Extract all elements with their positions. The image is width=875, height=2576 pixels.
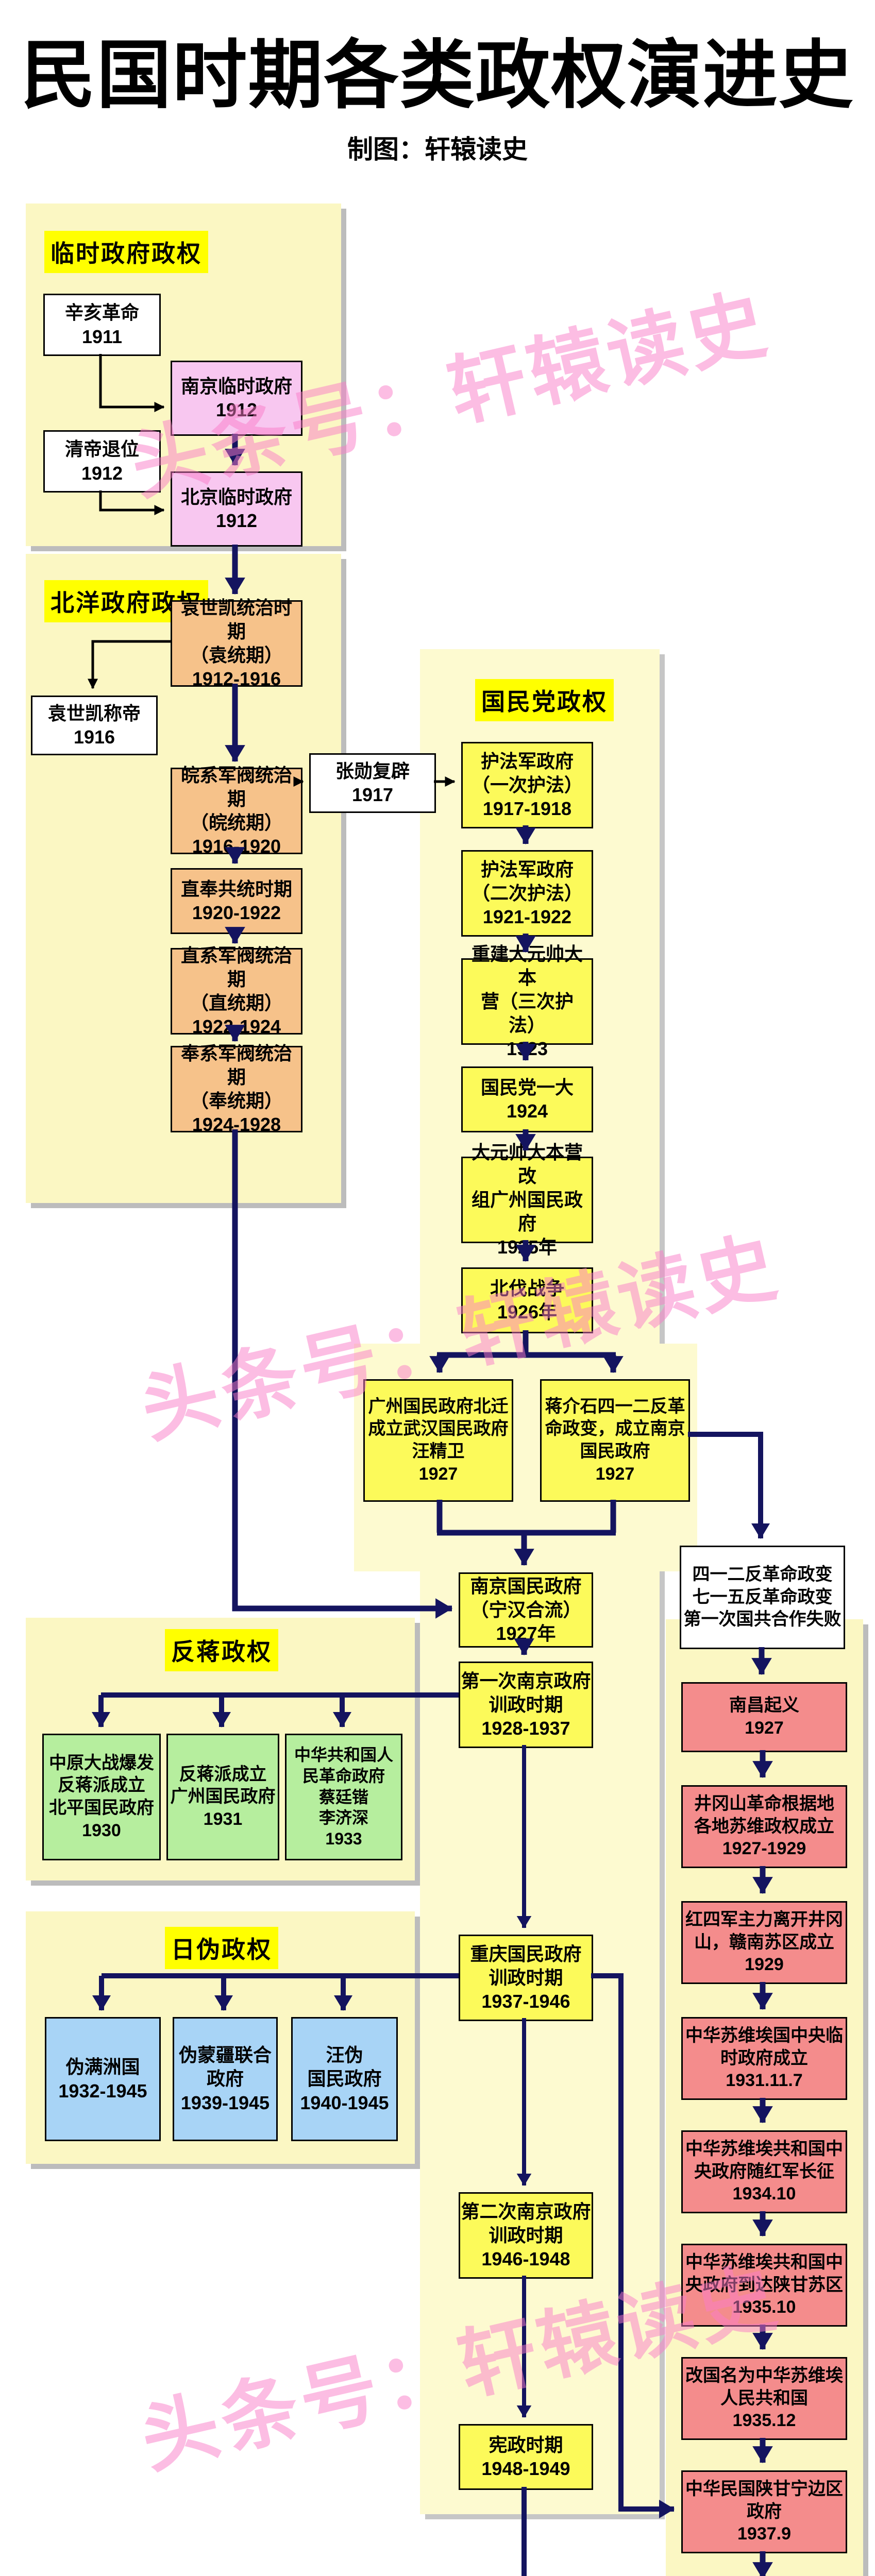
node-constitution-protection-3: 重建大元帅大本 营（三次护法） 1923 <box>461 943 593 1059</box>
node-fengtian-clique-rule: 奉系军阀统治期 （奉统期） 1924-1928 <box>171 1043 302 1135</box>
section-label-japanese-puppet: 日伪政权 <box>165 1927 278 1969</box>
node-yuan-shikai-rule: 袁世凯统治时期 （袁统期） 1912-1916 <box>171 597 302 689</box>
section-label-kmt: 国民党政权 <box>475 679 614 721</box>
node-kmt-first-congress: 国民党一大 1924 <box>461 1066 593 1132</box>
node-constitution-protection-1: 护法军政府 （一次护法） 1917-1918 <box>461 742 593 828</box>
node-guangzhou-anti-chiang-govt: 反蒋派成立 广州国民政府 1931 <box>166 1734 279 1860</box>
section-label-provisional: 临时政府政权 <box>44 231 208 273</box>
node-zhang-xun-restoration: 张勋复辟 1917 <box>309 753 436 813</box>
node-zhili-fengtian-joint-rule: 直奉共统时期 1920-1922 <box>171 868 302 934</box>
node-chongqing-tutelage: 重庆国民政府 训政时期 1937-1946 <box>459 1935 593 2021</box>
node-fujian-peoples-govt: 中华共和国人 民革命政府 蔡廷锴 李济深 1933 <box>285 1734 402 1860</box>
node-guangzhou-national-govt: 大元帅大本营改 组广州国民政府 1925年 <box>461 1142 593 1258</box>
page-subtitle: 制图：轩辕读史 <box>347 135 528 164</box>
node-zhili-clique-rule: 直系军阀统治期 （直统期） 1922-1924 <box>171 945 302 1037</box>
node-ninghan-merger: 南京国民政府 （宁汉合流） 1927年 <box>459 1572 593 1648</box>
arrow-nanjing412-to-coups <box>688 1432 770 1539</box>
node-counter-revolutionary-coups: 四一二反革命政变 七一五反革命政变 第一次国共合作失败 <box>680 1546 845 1649</box>
node-nanjing-provisional-govt: 南京临时政府 1912 <box>171 361 302 436</box>
node-mengjiang-govt: 伪蒙疆联合 政府 1939-1945 <box>173 2017 278 2141</box>
node-arrival-shaanxi-gansu: 中华苏维埃共和国中 央政府到达陕甘苏区 1935.10 <box>681 2244 847 2327</box>
node-wuhan-national-govt: 广州国民政府北迁 成立武汉国民政府 汪精卫 1927 <box>363 1379 513 1502</box>
node-gannan-soviet: 红四军主力离开井冈 山，赣南苏区成立 1929 <box>681 1901 847 1984</box>
node-wang-puppet-govt: 汪伪 国民政府 1940-1945 <box>291 2017 398 2141</box>
node-constitutional-period: 宪政时期 1948-1949 <box>459 2424 593 2490</box>
page-title: 民国时期各类政权演进史 <box>21 33 854 117</box>
section-label-anti-chiang: 反蒋政权 <box>165 1629 278 1671</box>
node-first-nanjing-tutelage: 第一次南京政府 训政时期 1928-1937 <box>459 1662 593 1748</box>
node-yuan-emperor: 袁世凯称帝 1916 <box>31 696 158 755</box>
node-chinese-soviet-republic-founded: 中华苏维埃国中央临 时政府成立 1931.11.7 <box>681 2017 847 2100</box>
node-long-march: 中华苏维埃共和国中 央政府随红军长征 1934.10 <box>681 2130 847 2213</box>
node-second-nanjing-tutelage: 第二次南京政府 训政时期 1946-1948 <box>459 2192 593 2279</box>
node-anhui-clique-rule: 皖系军阀统治期 （皖统期） 1916-1920 <box>171 765 302 857</box>
node-shaan-gan-ning-border-govt: 中华民国陕甘宁边区 政府 1937.9 <box>681 2470 847 2553</box>
node-renamed-soviet-peoples-republic: 改国名为中华苏维埃 人民共和国 1935.12 <box>681 2357 847 2440</box>
node-manchukuo: 伪满洲国 1932-1945 <box>45 2017 161 2141</box>
node-xinhai-revolution: 辛亥革命 1911 <box>43 294 161 356</box>
node-beiping-national-govt: 中原大战爆发 反蒋派成立 北平国民政府 1930 <box>42 1734 161 1860</box>
node-northern-expedition: 北伐战争 1926年 <box>461 1267 593 1333</box>
node-constitution-protection-2: 护法军政府 （二次护法） 1921-1922 <box>461 850 593 937</box>
node-nanjing-govt-412-coup: 蒋介石四一二反革 命政变，成立南京 国民政府 1927 <box>540 1379 690 1502</box>
node-jinggangshan-base: 井冈山革命根据地 各地苏维政权成立 1927-1929 <box>681 1785 847 1868</box>
node-beijing-provisional-govt: 北京临时政府 1912 <box>171 471 302 547</box>
node-qing-abdication: 清帝退位 1912 <box>43 430 161 493</box>
node-nanchang-uprising: 南昌起义 1927 <box>681 1682 847 1752</box>
